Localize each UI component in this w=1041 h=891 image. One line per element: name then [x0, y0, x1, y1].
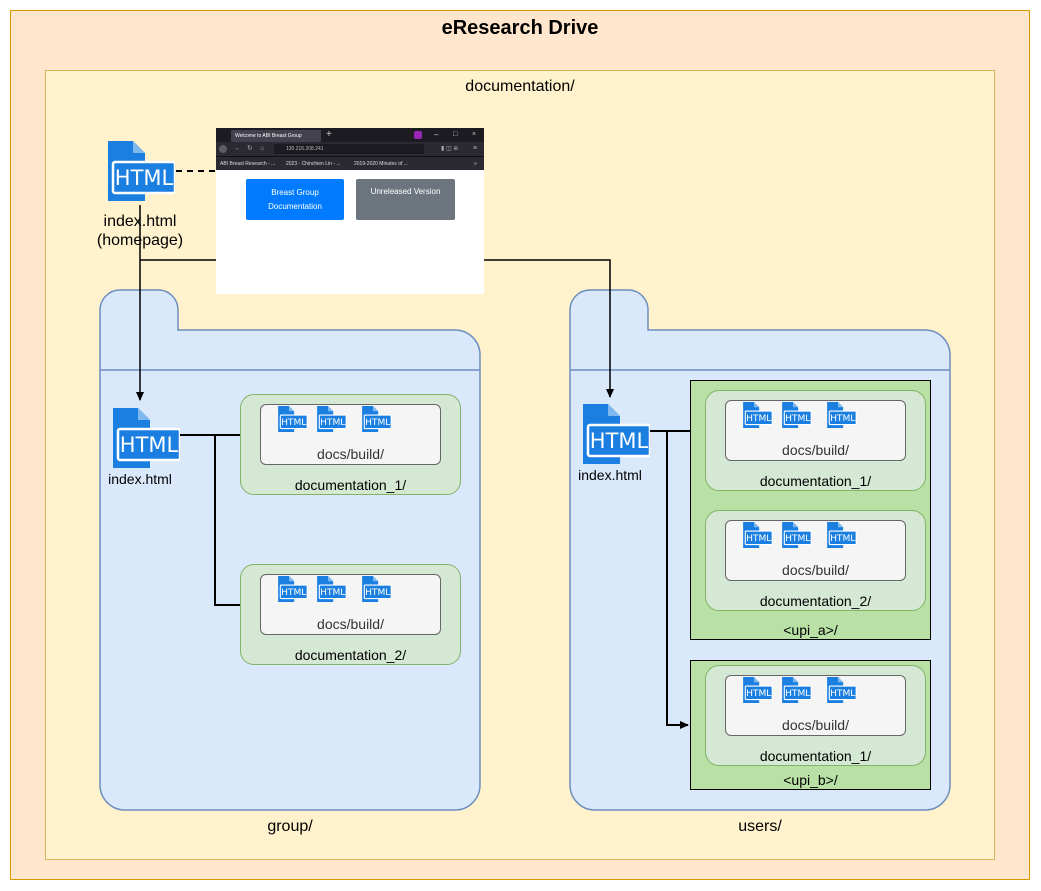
html-file-icon: HTML	[780, 522, 812, 548]
html-file-icon: HTML	[825, 402, 857, 428]
html-icon-text: HTML	[785, 689, 811, 699]
homepage-filename: index.html	[103, 213, 177, 230]
upi-a-label: <upi_a>/	[783, 622, 838, 638]
html-icon-text: HTML	[281, 588, 307, 598]
html-icon-text: HTML	[746, 689, 772, 699]
upi-a-doc2-label: documentation_2/	[759, 593, 872, 609]
group-folder-shape	[99, 289, 481, 811]
html-file-icon: HTML	[741, 522, 773, 548]
html-file-icon: HTML	[825, 522, 857, 548]
html-icon-text: HTML	[590, 429, 649, 453]
html-file-icon: HTML	[315, 406, 347, 432]
html-icon-text: HTML	[746, 534, 772, 544]
html-icon-text: HTML	[365, 588, 391, 598]
url-bar: 130.216.208.241	[274, 144, 424, 154]
bookmark-2: 2023 - Chinchien Lin - ...	[286, 161, 341, 167]
new-tab-icon: +	[326, 129, 332, 140]
html-icon-text: HTML	[365, 418, 391, 428]
html-file-icon: HTML	[360, 406, 392, 432]
html-file-icon: HTML	[780, 402, 812, 428]
html-icon-text: HTML	[830, 534, 856, 544]
upi-b-label: <upi_b>/	[783, 772, 838, 788]
upi-b-doc1-build-label: docs/build/	[782, 717, 849, 733]
arrow-users-upi-b	[666, 431, 689, 729]
homepage-note: (homepage)	[96, 232, 184, 249]
group-doc1-build-label: docs/build/	[317, 446, 384, 462]
browser-tab: Welcome to ABI Breast Group	[231, 130, 321, 142]
reload-icon: ↻	[247, 145, 253, 152]
maximize-icon: □	[453, 131, 458, 138]
more-bookmarks-icon: »	[474, 161, 477, 167]
html-icon-text: HTML	[120, 433, 179, 457]
html-file-icon: HTML	[780, 677, 812, 703]
toolbar-icons: ▮ ◫ ⊕	[441, 146, 459, 152]
html-icon-text: HTML	[785, 534, 811, 544]
unreleased-version-button: Unreleased Version	[356, 179, 455, 220]
html-icon-text: HTML	[785, 414, 811, 424]
homepage-html-file-icon: HTML	[105, 141, 175, 201]
upi-a-doc2-build-label: docs/build/	[782, 562, 849, 578]
group-index-html-icon: HTML	[110, 408, 180, 468]
upi-a-doc1-build-label: docs/build/	[782, 442, 849, 458]
extension-icon	[414, 131, 422, 139]
minimize-icon: –	[434, 130, 439, 139]
html-file-icon: HTML	[276, 406, 308, 432]
group-doc2-build-label: docs/build/	[317, 616, 384, 632]
html-file-icon: HTML	[825, 677, 857, 703]
html-file-icon: HTML	[276, 576, 308, 602]
html-file-icon: HTML	[741, 402, 773, 428]
close-icon: ×	[472, 131, 477, 138]
back-icon	[219, 145, 227, 153]
html-icon-text: HTML	[281, 418, 307, 428]
html-icon-text: HTML	[746, 414, 772, 424]
html-icon-text: HTML	[320, 588, 346, 598]
html-icon-text: HTML	[830, 414, 856, 424]
group-folder-label: group/	[267, 818, 313, 835]
html-icon-text: HTML	[830, 689, 856, 699]
documentation-folder-label: documentation/	[465, 78, 575, 95]
users-index-html-icon: HTML	[580, 404, 650, 464]
upi-b-doc1-label: documentation_1/	[759, 748, 872, 764]
upi-a-doc1-label: documentation_1/	[759, 473, 872, 489]
html-file-icon: HTML	[360, 576, 392, 602]
breast-group-docs-button: Breast Group Documentation	[246, 179, 344, 220]
html-icon-text: HTML	[115, 166, 174, 190]
users-folder-label: users/	[738, 818, 782, 835]
diagram-title: eResearch Drive	[441, 17, 599, 39]
bookmark-1: ABI Breast Research - ...	[220, 161, 276, 167]
group-index-filename: index.html	[108, 471, 172, 487]
forward-icon: →	[233, 145, 240, 152]
users-index-filename: index.html	[578, 467, 642, 483]
html-icon-text: HTML	[320, 418, 346, 428]
homepage-screenshot: Welcome to ABI Breast Group + – □ × → ↻ …	[216, 128, 484, 294]
group-doc2-label: documentation_2/	[294, 647, 407, 663]
menu-icon: ≡	[473, 145, 478, 152]
home-icon: ⌂	[260, 145, 265, 152]
html-file-icon: HTML	[741, 677, 773, 703]
group-doc1-label: documentation_1/	[294, 477, 407, 493]
bookmark-3: 2019-2020 Minutes of ...	[354, 161, 408, 167]
html-file-icon: HTML	[315, 576, 347, 602]
